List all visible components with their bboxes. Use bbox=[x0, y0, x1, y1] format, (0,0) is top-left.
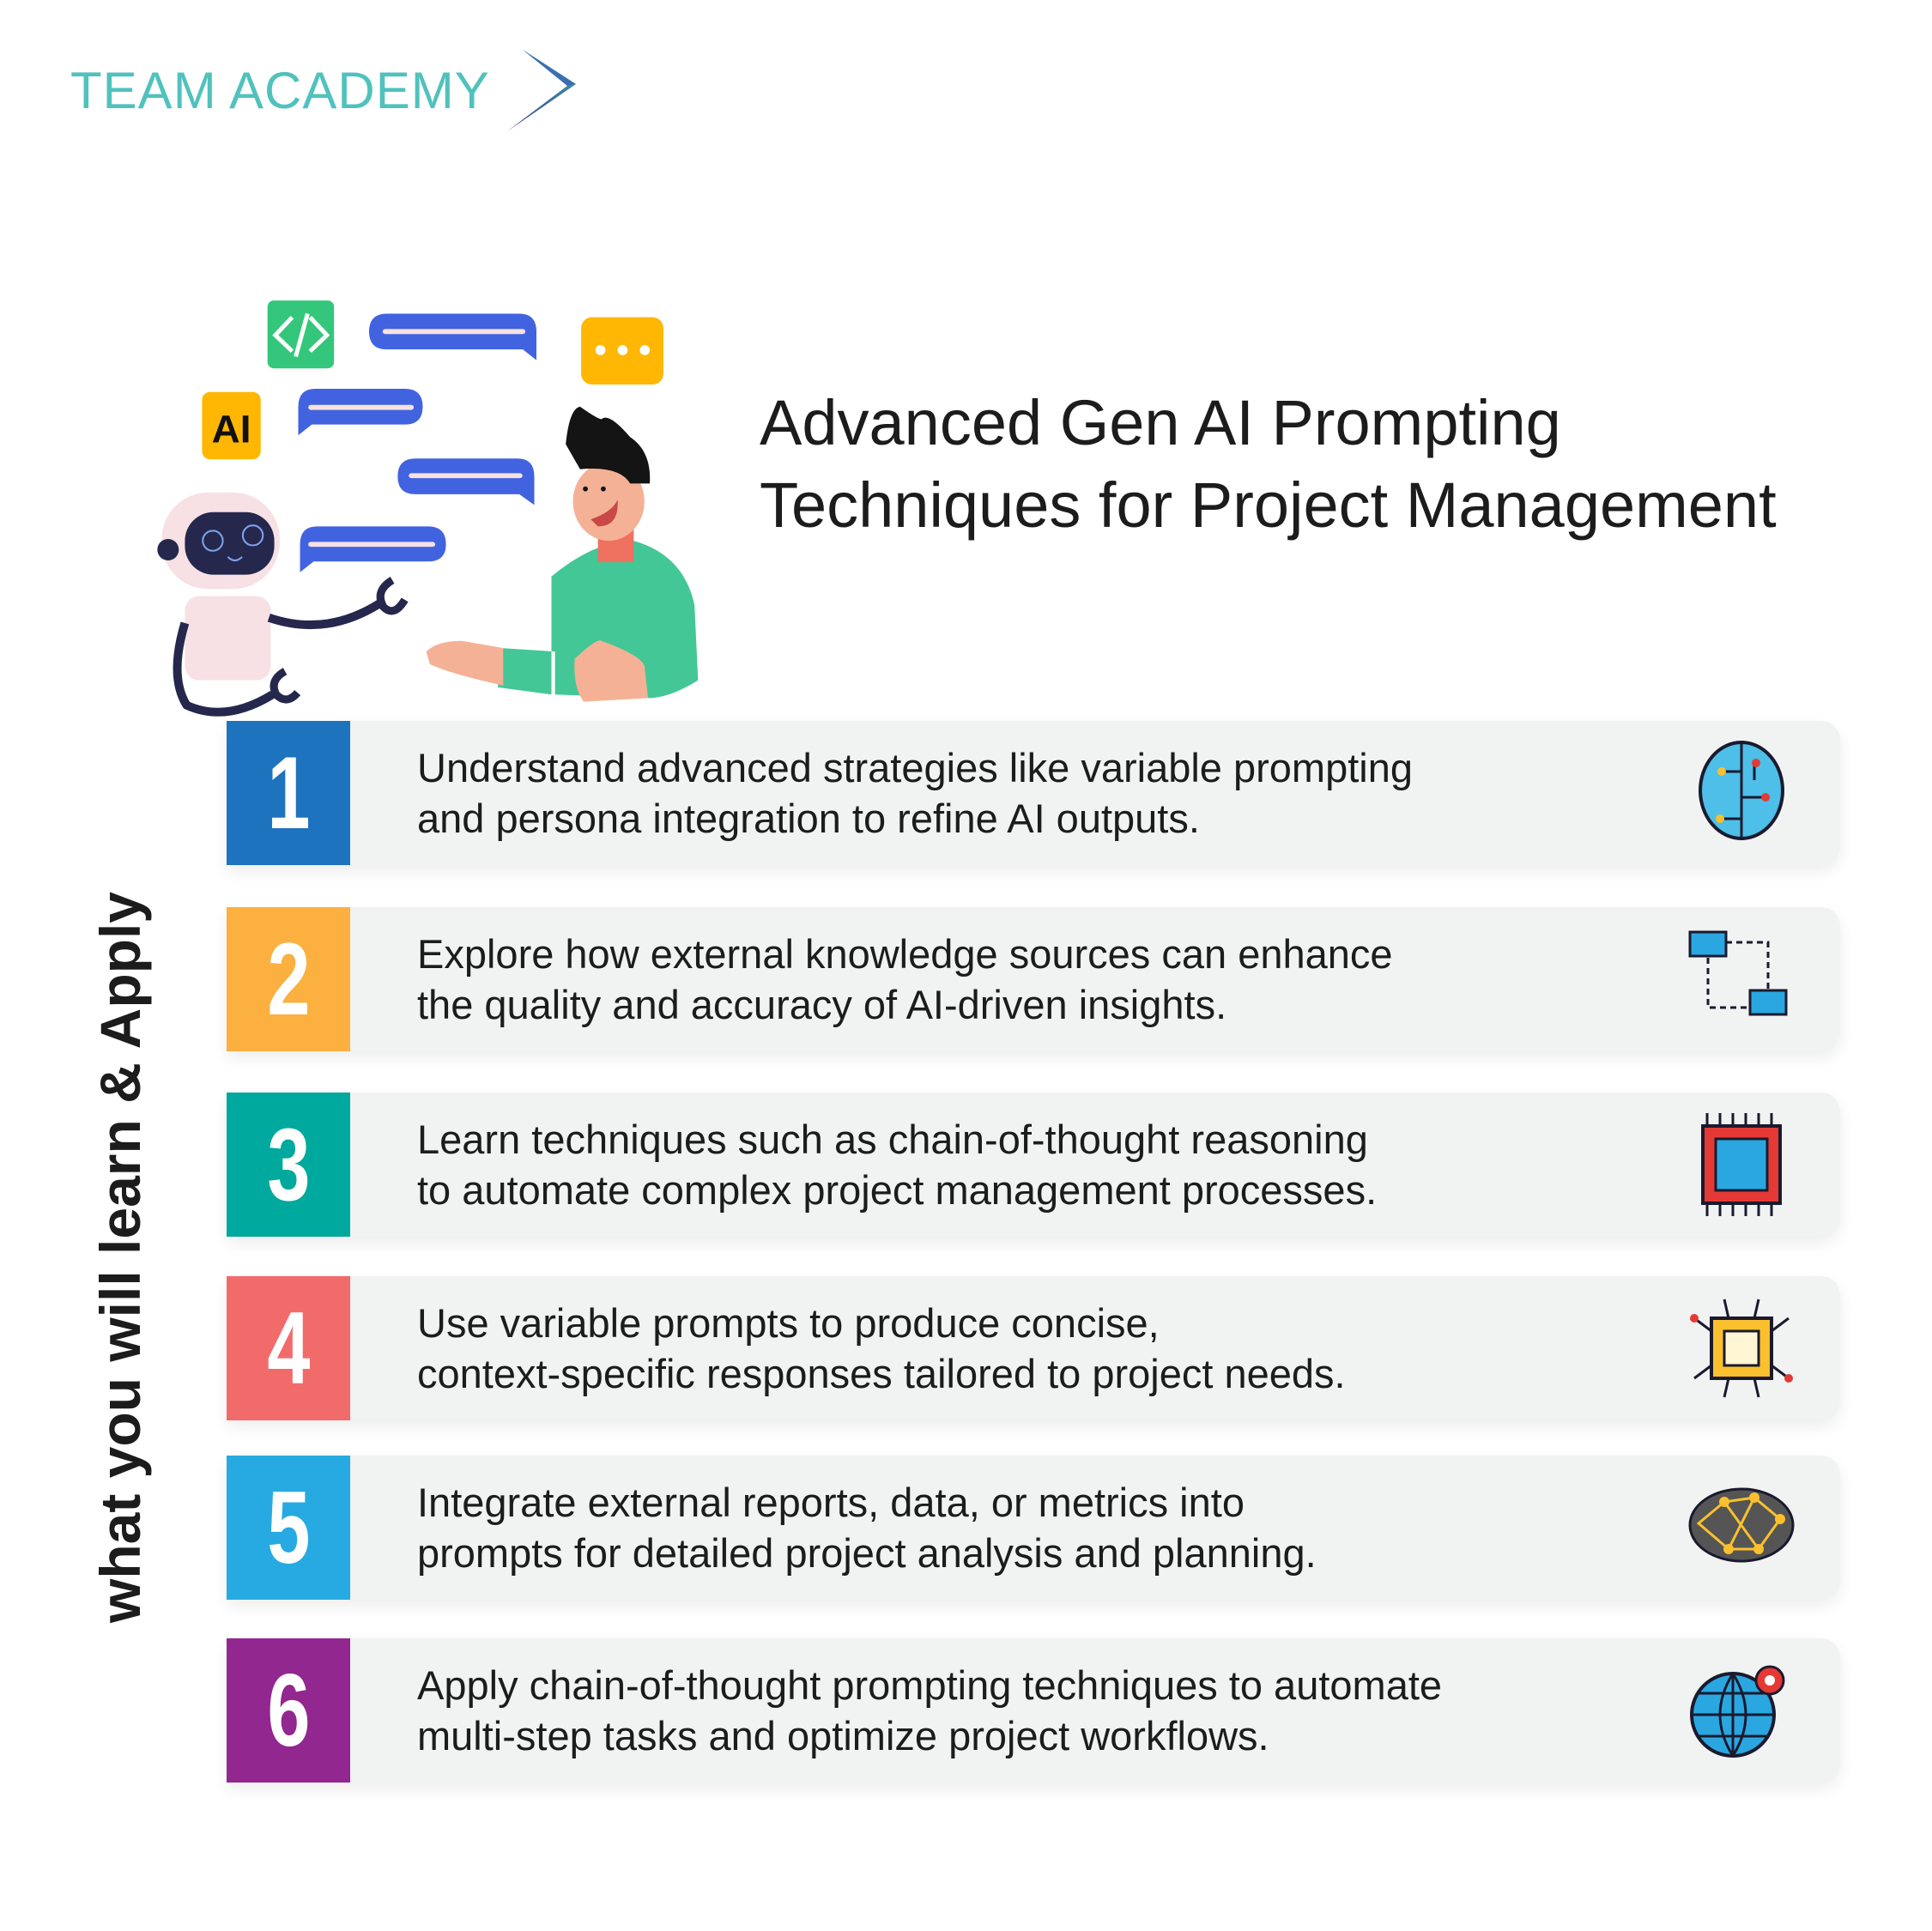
item-number: 5 bbox=[266, 1470, 311, 1585]
item-number: 3 bbox=[266, 1107, 311, 1222]
logo-arrow-icon bbox=[506, 50, 576, 131]
item-text: Integrate external reports, data, or met… bbox=[417, 1477, 1686, 1578]
chip-icon bbox=[1701, 1113, 1782, 1216]
typing-bubble-icon bbox=[581, 317, 663, 384]
title-line-1: Advanced Gen AI Prompting bbox=[760, 387, 1561, 458]
item-number: 6 bbox=[266, 1653, 311, 1768]
processor-icon bbox=[1690, 1298, 1793, 1398]
learning-item: 6 Apply chain-of-thought prompting techn… bbox=[227, 1638, 1840, 1783]
learning-item: 4 Use variable prompts to produce concis… bbox=[227, 1276, 1840, 1420]
title-line-2: Techniques for Project Management bbox=[760, 469, 1777, 541]
item-number-badge: 4 bbox=[227, 1276, 350, 1420]
item-text-line-2: to automate complex project management p… bbox=[417, 1167, 1378, 1213]
item-number: 1 bbox=[266, 735, 311, 850]
item-text-line-2: context-specific responses tailored to p… bbox=[417, 1351, 1346, 1396]
side-label: what you will learn & Apply bbox=[88, 891, 152, 1624]
svg-text:AI: AI bbox=[212, 408, 251, 451]
item-number: 4 bbox=[266, 1291, 311, 1406]
globe-gear-icon bbox=[1690, 1665, 1785, 1758]
person bbox=[426, 406, 699, 702]
item-text-line-1: Use variable prompts to produce concise, bbox=[417, 1300, 1160, 1346]
item-text-line-1: Apply chain-of-thought prompting techniq… bbox=[417, 1662, 1443, 1708]
learning-item: 1 Understand advanced strategies like va… bbox=[227, 721, 1840, 865]
code-icon bbox=[267, 300, 335, 369]
item-text-line-1: Integrate external reports, data, or met… bbox=[417, 1480, 1245, 1525]
item-number-badge: 3 bbox=[227, 1093, 350, 1237]
item-text: Learn techniques such as chain-of-though… bbox=[417, 1114, 1686, 1215]
item-text-line-2: prompts for detailed project analysis an… bbox=[417, 1530, 1317, 1576]
hero-illustration: AI bbox=[157, 300, 699, 717]
item-text: Understand advanced strategies like vari… bbox=[417, 742, 1686, 844]
network-computers-icon bbox=[1688, 930, 1788, 1016]
item-text-line-2: the quality and accuracy of AI-driven in… bbox=[417, 982, 1227, 1027]
item-number-badge: 6 bbox=[227, 1638, 350, 1783]
robot bbox=[157, 492, 409, 717]
item-text-line-2: multi-step tasks and optimize project wo… bbox=[417, 1713, 1269, 1758]
item-number-badge: 5 bbox=[227, 1456, 350, 1600]
logo: TEAM ACADEMY bbox=[70, 50, 602, 131]
item-text-line-2: and persona integration to refine AI out… bbox=[417, 796, 1200, 841]
neural-network-icon bbox=[1688, 1487, 1795, 1563]
item-text: Use variable prompts to produce concise,… bbox=[417, 1298, 1686, 1399]
item-text-line-1: Understand advanced strategies like vari… bbox=[417, 745, 1413, 790]
item-number-badge: 1 bbox=[227, 721, 350, 865]
item-text: Explore how external knowledge sources c… bbox=[417, 929, 1686, 1030]
item-text-line-1: Learn techniques such as chain-of-though… bbox=[417, 1117, 1368, 1162]
item-number: 2 bbox=[266, 922, 311, 1037]
learning-item: 5 Integrate external reports, data, or m… bbox=[227, 1456, 1840, 1600]
learning-item: 2 Explore how external knowledge sources… bbox=[227, 907, 1840, 1051]
logo-text: TEAM ACADEMY bbox=[70, 62, 490, 119]
brain-circuit-icon bbox=[1699, 741, 1784, 840]
chat-bubbles bbox=[298, 313, 536, 572]
item-text-line-1: Explore how external knowledge sources c… bbox=[417, 931, 1393, 977]
item-text: Apply chain-of-thought prompting techniq… bbox=[417, 1660, 1686, 1761]
page-title: Advanced Gen AI Prompting Techniques for… bbox=[760, 382, 1777, 547]
learning-item: 3 Learn techniques such as chain-of-thou… bbox=[227, 1093, 1840, 1237]
ai-badge: AI bbox=[202, 391, 261, 460]
item-number-badge: 2 bbox=[227, 907, 350, 1051]
